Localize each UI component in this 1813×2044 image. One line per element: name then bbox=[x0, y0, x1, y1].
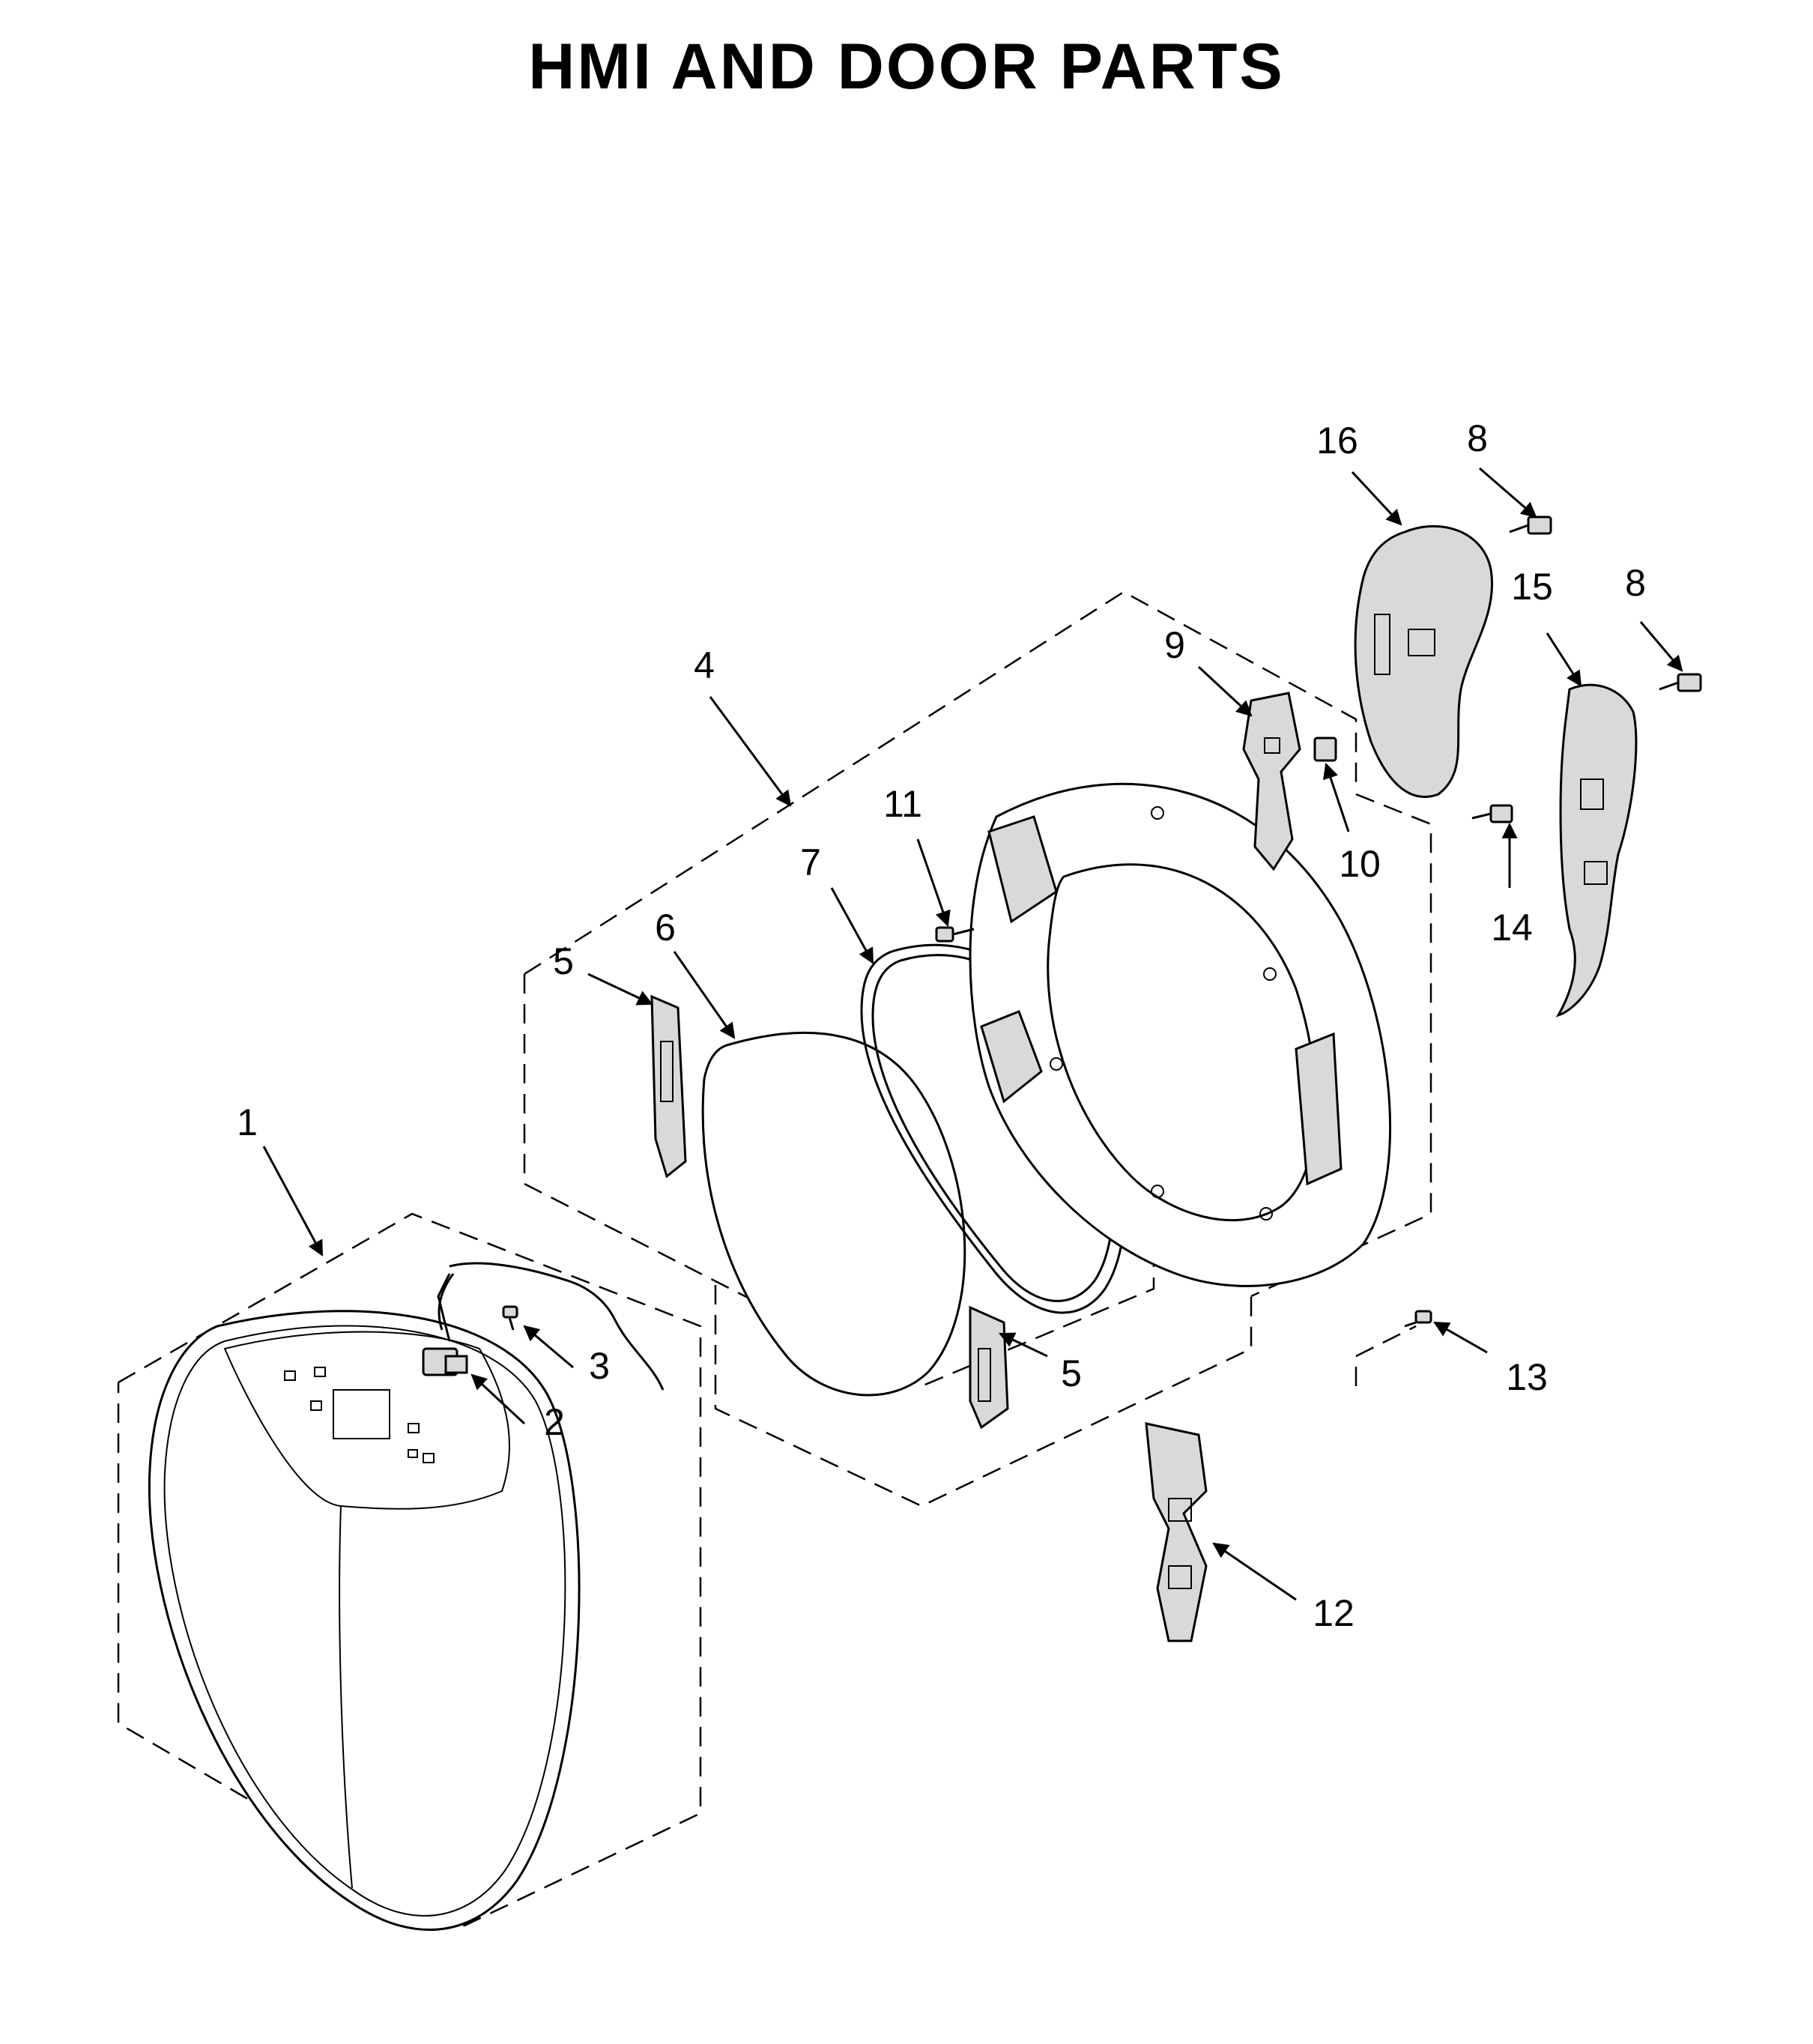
part-5-hinge-cover-lower bbox=[969, 1305, 1009, 1430]
callout-4: 4 bbox=[694, 644, 715, 686]
part-8-screw-upper bbox=[1509, 515, 1552, 535]
callout-12: 12 bbox=[1313, 1592, 1355, 1634]
callout-3: 3 bbox=[589, 1345, 610, 1387]
part-3-screw bbox=[502, 1305, 518, 1331]
part-4-door-assembly bbox=[523, 590, 1432, 1508]
part-16-door-handle bbox=[1354, 524, 1493, 798]
part-5-hinge-cover-upper bbox=[650, 994, 687, 1179]
part-14-screw bbox=[1471, 804, 1513, 823]
callout-13: 13 bbox=[1506, 1356, 1548, 1398]
callout-8-lower: 8 bbox=[1625, 562, 1646, 604]
part-11-screw bbox=[935, 926, 975, 943]
leader-lines bbox=[262, 467, 1683, 1601]
part-6-door-glass bbox=[701, 1032, 966, 1397]
callout-7: 7 bbox=[800, 841, 821, 883]
part-15-handle-trim bbox=[1555, 683, 1638, 1018]
callout-9: 9 bbox=[1164, 624, 1185, 666]
callout-16: 16 bbox=[1316, 420, 1358, 462]
callout-5-lower: 5 bbox=[1061, 1352, 1082, 1394]
callout-14: 14 bbox=[1491, 907, 1533, 949]
page-title: HMI AND DOOR PARTS bbox=[528, 31, 1285, 103]
part-13-screw bbox=[1404, 1310, 1432, 1328]
callout-8-upper: 8 bbox=[1467, 417, 1488, 459]
callout-5-upper: 5 bbox=[553, 940, 574, 982]
part-8-screw-lower bbox=[1659, 673, 1702, 692]
callout-10: 10 bbox=[1339, 843, 1381, 885]
part-2-wire-harness bbox=[422, 1262, 665, 1391]
part-1-console-panel bbox=[117, 1212, 702, 1932]
part-12-hinge bbox=[1145, 1422, 1208, 1642]
callout-1: 1 bbox=[237, 1101, 258, 1143]
part-9-bracket bbox=[1242, 692, 1301, 871]
callout-labels: 1 2 3 4 5 5 6 7 8 8 9 10 11 12 13 14 15 … bbox=[237, 417, 1646, 1634]
callout-6: 6 bbox=[655, 907, 676, 949]
callout-2: 2 bbox=[544, 1401, 565, 1443]
callout-15: 15 bbox=[1511, 566, 1553, 608]
part-10-switch bbox=[1313, 737, 1337, 762]
door-frame-ring bbox=[969, 782, 1392, 1287]
callout-11: 11 bbox=[883, 783, 922, 825]
